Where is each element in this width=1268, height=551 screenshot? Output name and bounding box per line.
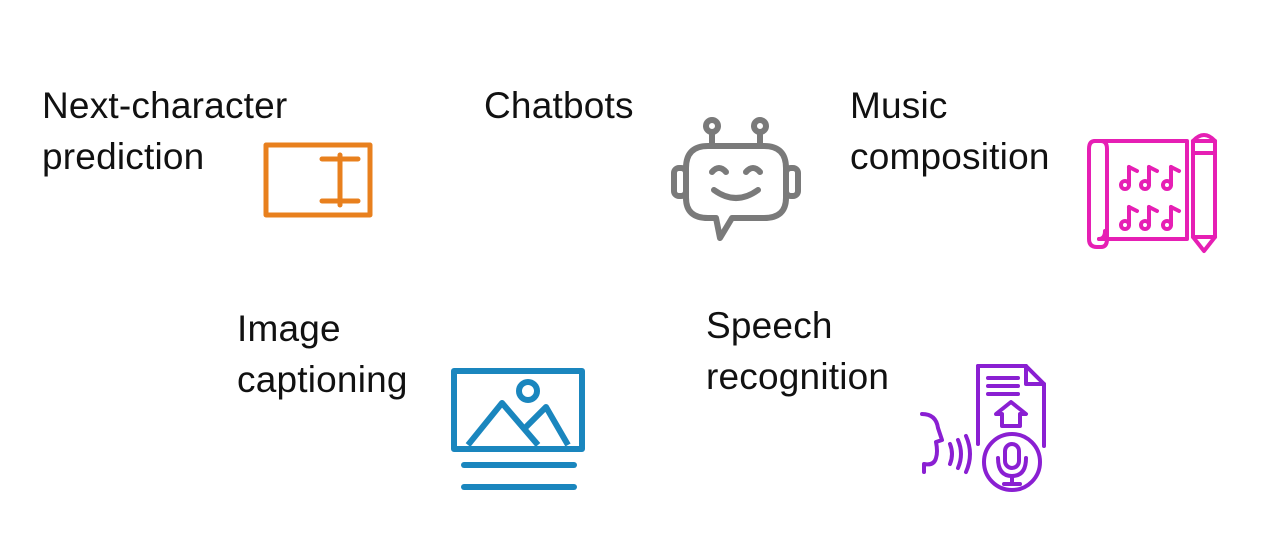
label-line: Music [850, 85, 948, 126]
robot-chat-icon [671, 117, 801, 241]
label-line: prediction [42, 136, 205, 177]
label-line: captioning [237, 359, 408, 400]
label-next-character-prediction: Next-character prediction [42, 80, 287, 182]
label-chatbots: Chatbots [484, 80, 634, 131]
label-speech-recognition: Speech recognition [706, 300, 889, 402]
label-line: Image [237, 308, 341, 349]
label-line: recognition [706, 356, 890, 397]
image-caption-icon [451, 368, 585, 490]
label-line: Next-character [42, 85, 288, 126]
label-line: composition [850, 136, 1050, 177]
speech-recognition-icon [920, 364, 1046, 492]
label-image-captioning: Image captioning [237, 303, 408, 405]
music-sheet-pencil-icon [1087, 133, 1217, 253]
text-cursor-icon [263, 142, 373, 218]
label-line: Chatbots [484, 85, 634, 126]
label-line: Speech [706, 305, 833, 346]
label-music-composition: Music composition [850, 80, 1050, 182]
